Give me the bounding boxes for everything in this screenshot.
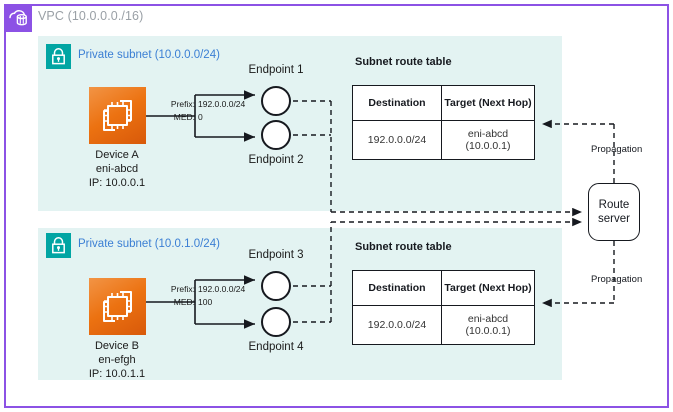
endpoint-1-node[interactable]	[261, 86, 291, 116]
endpoint-4-node[interactable]	[261, 307, 291, 337]
cell-target-ip: (10.0.0.1)	[465, 140, 511, 152]
route-server-line2: server	[598, 213, 630, 225]
device-b-ip: IP: 10.0.1.1	[88, 368, 146, 380]
vpc-cloud-icon	[4, 4, 32, 32]
private-subnet-lock-icon	[46, 44, 71, 69]
table-row: 192.0.0.0/24 eni-abcd (10.0.0.1)	[352, 120, 535, 160]
cell-target-ip: (10.0.0.1)	[465, 325, 511, 337]
subnet-route-table-bottom: Destination Target (Next Hop) 192.0.0.0/…	[352, 270, 535, 345]
device-a-ip: IP: 10.0.0.1	[88, 177, 146, 189]
device-a-prefix-key: Prefix:	[170, 99, 195, 109]
subnet-route-table-top-title: Subnet route table	[355, 56, 452, 68]
endpoint-1-label: Endpoint 1	[248, 64, 304, 76]
cell-target-eni: eni-abcd	[467, 313, 509, 325]
device-a-eni: eni-abcd	[95, 163, 139, 175]
cell-target: eni-abcd (10.0.0.1)	[441, 305, 535, 345]
cell-target: eni-abcd (10.0.0.1)	[441, 120, 535, 160]
table-header-row: Destination Target (Next Hop)	[352, 270, 535, 306]
cell-destination: 192.0.0.0/24	[352, 120, 442, 160]
propagation-label-bottom: Propagation	[591, 274, 643, 285]
device-a-caption: Device A eni-abcd IP: 10.0.0.1	[42, 148, 192, 190]
device-chip-icon	[89, 278, 146, 335]
header-target: Target (Next Hop)	[441, 270, 535, 306]
private-subnet-top-label: Private subnet (10.0.0.0/24)	[78, 49, 220, 61]
device-a-prefix-value: 192.0.0.0/24	[198, 99, 246, 109]
device-b-prefix-value: 192.0.0.0/24	[198, 284, 246, 294]
device-a-med-value: 0	[198, 112, 203, 122]
device-b-caption: Device B en-efgh IP: 10.0.1.1	[42, 339, 192, 381]
header-target: Target (Next Hop)	[441, 85, 535, 121]
header-destination: Destination	[352, 85, 442, 121]
device-a-med-key: MED:	[173, 112, 195, 122]
device-b-name: Device B	[94, 340, 140, 352]
device-chip-icon	[89, 87, 146, 144]
endpoint-4-label: Endpoint 4	[248, 341, 304, 353]
subnet-route-table-top: Destination Target (Next Hop) 192.0.0.0/…	[352, 85, 535, 160]
endpoint-2-node[interactable]	[261, 120, 291, 150]
endpoint-3-label: Endpoint 3	[248, 249, 304, 261]
subnet-route-table-bottom-title: Subnet route table	[355, 241, 452, 253]
device-b-med-value: 100	[198, 297, 213, 307]
device-b-prefix-key: Prefix:	[170, 284, 195, 294]
endpoint-3-node[interactable]	[261, 271, 291, 301]
device-b-med-key: MED:	[173, 297, 195, 307]
private-subnet-lock-icon	[46, 233, 71, 258]
propagation-label-top: Propagation	[591, 144, 643, 155]
header-destination: Destination	[352, 270, 442, 306]
route-server-node[interactable]: Route server	[588, 183, 640, 241]
device-a-name: Device A	[95, 149, 139, 161]
table-header-row: Destination Target (Next Hop)	[352, 85, 535, 121]
device-b-eni: en-efgh	[98, 354, 136, 366]
table-row: 192.0.0.0/24 eni-abcd (10.0.0.1)	[352, 305, 535, 345]
route-server-line1: Route	[598, 199, 630, 211]
private-subnet-bottom-label: Private subnet (10.0.1.0/24)	[78, 238, 220, 250]
cell-target-eni: eni-abcd	[467, 128, 509, 140]
cell-destination: 192.0.0.0/24	[352, 305, 442, 345]
vpc-title: VPC (10.0.0.0./16)	[38, 9, 144, 23]
endpoint-2-label: Endpoint 2	[248, 154, 304, 166]
